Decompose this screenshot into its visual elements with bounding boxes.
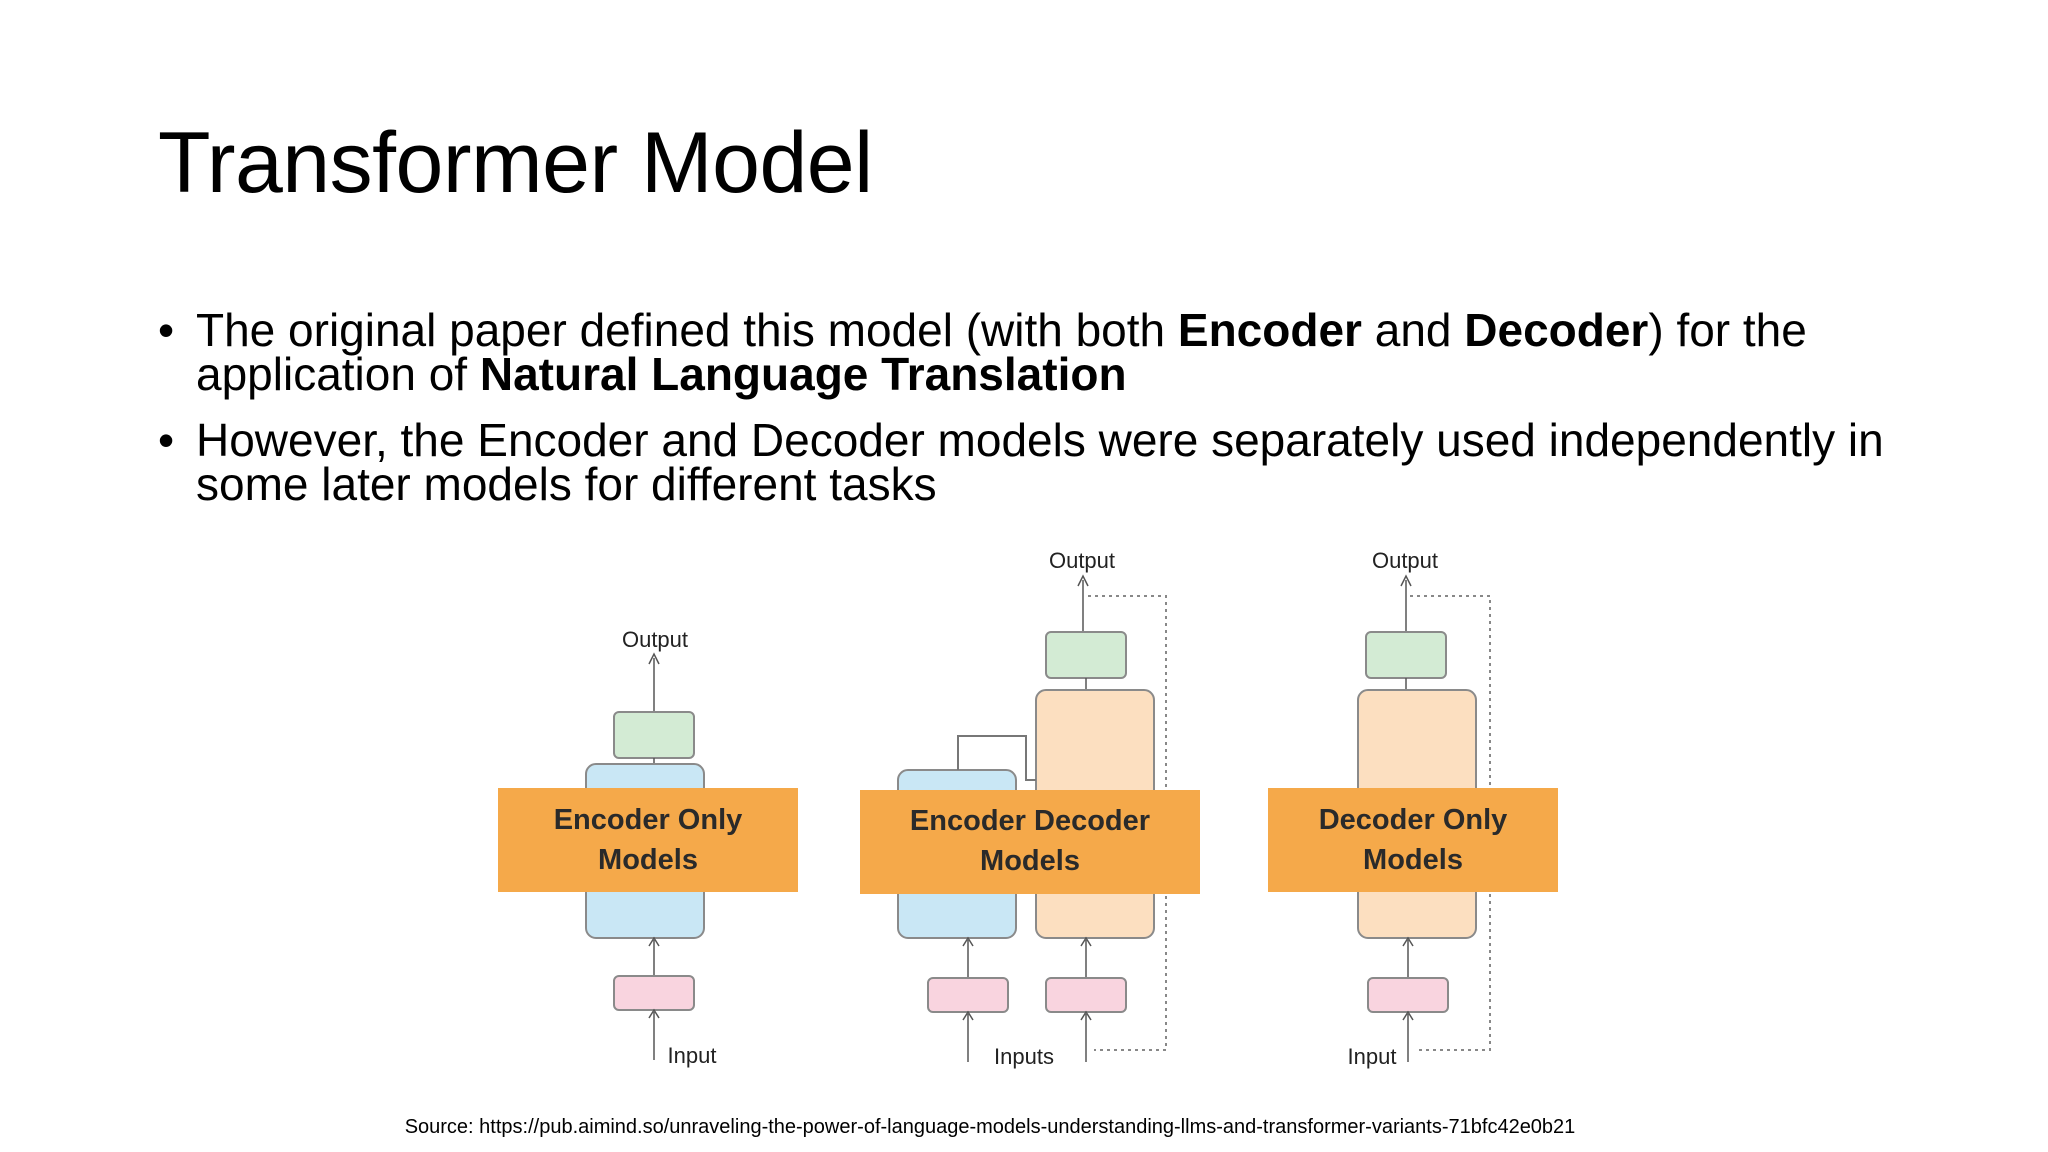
bullet-item-1: • The original paper defined this model …: [152, 304, 1972, 397]
bullet-1-text-b: and: [1361, 304, 1465, 356]
decoder-only-banner-line1: Decoder Only: [1319, 804, 1508, 836]
arrow-head-icon: [648, 936, 660, 947]
arrow-head-icon: [648, 1008, 660, 1019]
decoder-only-feedback-loop: [1410, 595, 1491, 1051]
decoder-only-output-label: Output: [1372, 548, 1438, 573]
encoder-decoder-banner: [860, 790, 1200, 894]
bullet-glyph: •: [158, 304, 175, 356]
encoder-only-banner-line1: Encoder Only: [554, 804, 743, 836]
encoder-decoder-panel: Output Inputs Encoder Decoder Model: [860, 548, 1200, 1069]
encoder-only-banner: [498, 788, 798, 892]
decoder-only-banner-line2: Models: [1363, 844, 1463, 876]
bullet-1-text-c: ) for the application of: [196, 304, 1807, 400]
encoder-decoder-banner-line1: Encoder Decoder: [910, 805, 1150, 837]
encoder-only-input-label: Input: [668, 1043, 717, 1068]
decoder-only-panel: Output Input Decoder Only Models: [1268, 548, 1558, 1069]
encoder-decoder-cross-connection: [957, 735, 1036, 781]
encoder-decoder-output-label: Output: [1049, 548, 1115, 573]
arrow-head-icon: [1402, 1010, 1414, 1021]
encoder-only-panel: Output Input Encoder Only Models: [498, 627, 798, 1068]
bullet-1-text-a: The original paper defined this model (w…: [196, 304, 1178, 356]
bullet-item-2: • However, the Encoder and Decoder model…: [152, 414, 1972, 507]
source-citation: Source: https://pub.aimind.so/unraveling…: [404, 1116, 1576, 1138]
arrow-head-icon: [1080, 1010, 1092, 1021]
encoder-decoder-banner-line2: Models: [980, 845, 1080, 877]
decoder-only-input-embedding: [1367, 977, 1449, 1013]
bullet-list: • The original paper defined this model …: [152, 304, 1972, 528]
encoder-only-input-embedding: [613, 975, 695, 1011]
encoder-decoder-decoder-embedding: [1045, 977, 1127, 1013]
encoder-only-output-layer: [613, 711, 695, 759]
encoder-decoder-output-layer: [1045, 631, 1127, 679]
arrow-head-icon: [1080, 936, 1092, 947]
bullet-2-text: However, the Encoder and Decoder models …: [196, 414, 1884, 510]
arrow-head-icon: [962, 936, 974, 947]
encoder-decoder-feedback-loop: [1088, 595, 1167, 1051]
encoder-only-banner-line2: Models: [598, 844, 698, 876]
slide-title: Transformer Model: [158, 115, 873, 211]
encoder-only-output-label: Output: [622, 627, 688, 652]
arrow-head-icon: [962, 1010, 974, 1021]
decoder-only-banner: [1268, 788, 1558, 892]
arrow-head-icon: [1400, 574, 1412, 587]
decoder-only-input-label: Input: [1348, 1044, 1397, 1069]
arrow-head-icon: [648, 652, 660, 665]
arrow-head-icon: [1402, 936, 1414, 947]
encoder-decoder-encoder-embedding: [927, 977, 1009, 1013]
bullet-1-encoder: Encoder: [1177, 304, 1362, 356]
bullet-1-nlt: Natural Language Translation: [479, 348, 1127, 400]
bullet-glyph: •: [158, 414, 175, 466]
encoder-decoder-input-label: Inputs: [994, 1044, 1054, 1069]
decoder-only-output-layer: [1365, 631, 1447, 679]
bullet-1-decoder: Decoder: [1464, 304, 1649, 356]
arrow-head-icon: [1077, 574, 1089, 587]
